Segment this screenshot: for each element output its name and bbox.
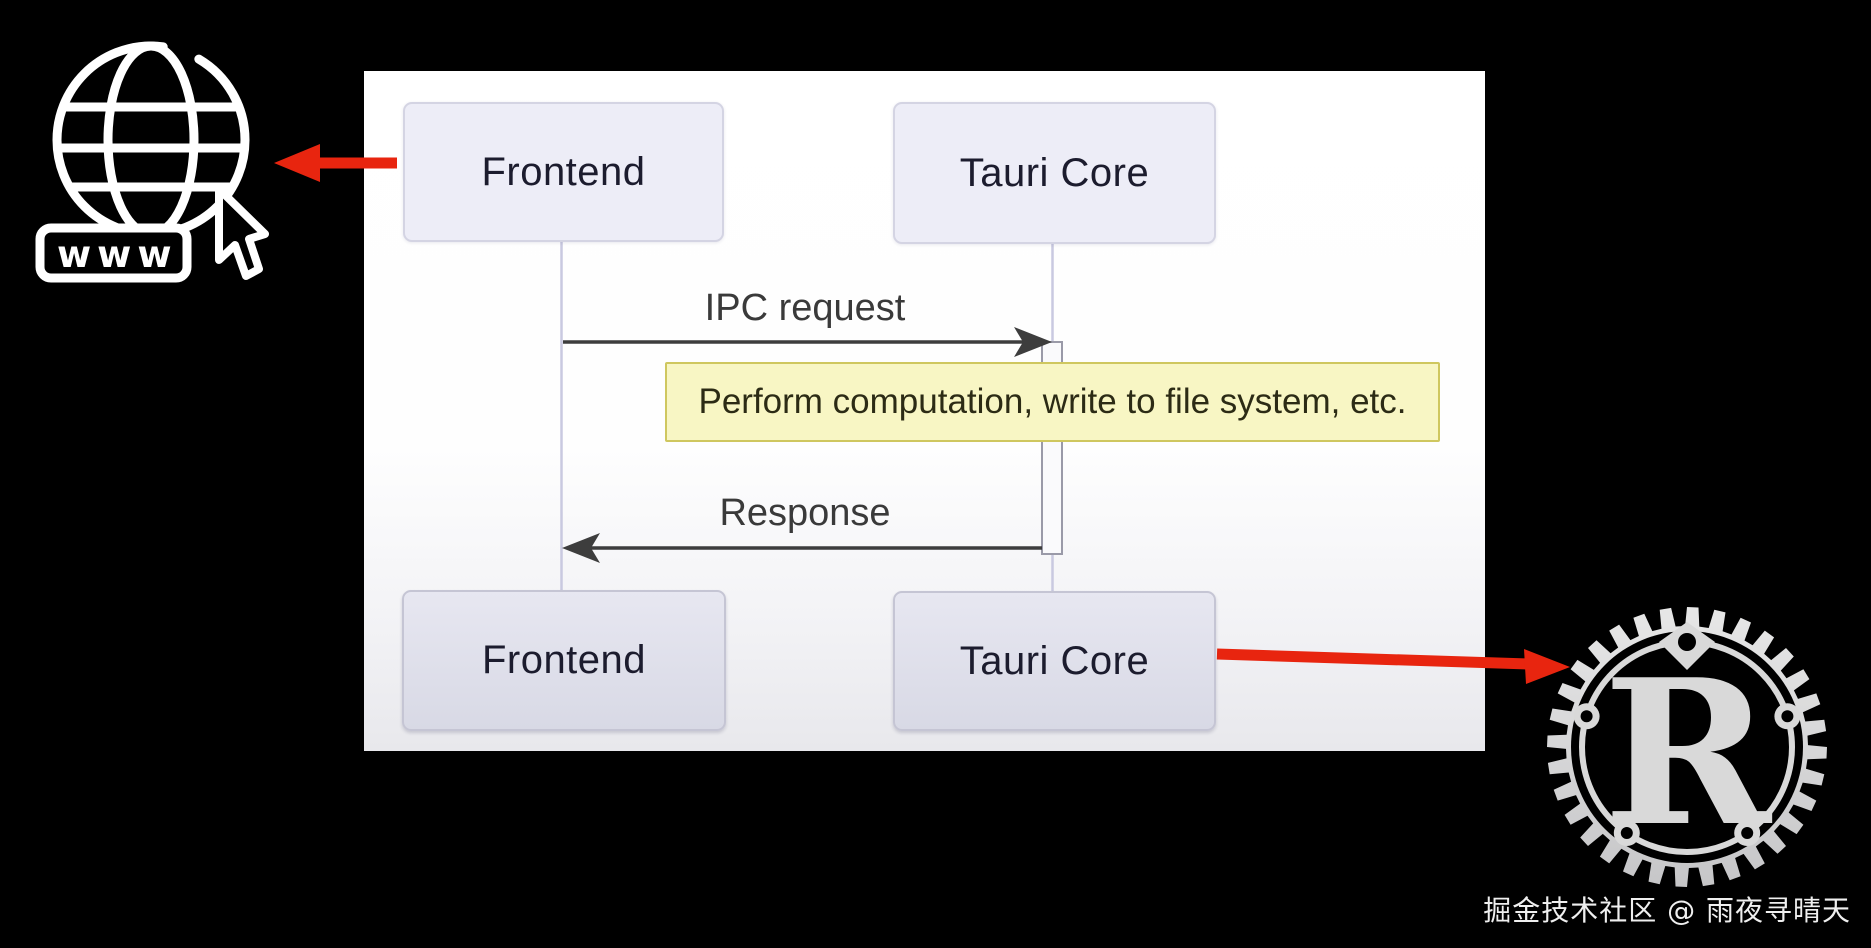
actor-label: Tauri Core <box>959 638 1150 683</box>
actor-label: Tauri Core <box>959 150 1150 195</box>
note-box: Perform computation, write to file syste… <box>665 362 1440 442</box>
actor-box-bottom-frontend: Frontend <box>402 590 726 731</box>
www-globe-icon: www <box>35 41 269 283</box>
globe-meridian <box>103 41 199 239</box>
rust-hole-top <box>1678 633 1696 651</box>
www-label-text: www <box>57 233 178 276</box>
actor-box-top-tauri-core: Tauri Core <box>893 102 1216 244</box>
message-label-ipc-request: IPC request <box>704 287 906 329</box>
note-text: Perform computation, write to file syste… <box>698 382 1407 421</box>
message-label-response: Response <box>719 492 891 534</box>
rust-logo-icon: R <box>1547 607 1827 887</box>
actor-box-top-frontend: Frontend <box>403 102 724 242</box>
cursor-pointer-icon <box>215 185 269 280</box>
watermark-text: 掘金技术社区 @ 雨夜寻晴天 <box>1483 894 1851 927</box>
www-label-box <box>35 223 192 283</box>
rust-gear-core <box>1571 631 1803 863</box>
actor-label: Frontend <box>481 149 646 194</box>
rust-rivets <box>1573 703 1801 846</box>
actor-label: Frontend <box>481 638 647 682</box>
actor-box-bottom-tauri-core: Tauri Core <box>893 591 1216 731</box>
